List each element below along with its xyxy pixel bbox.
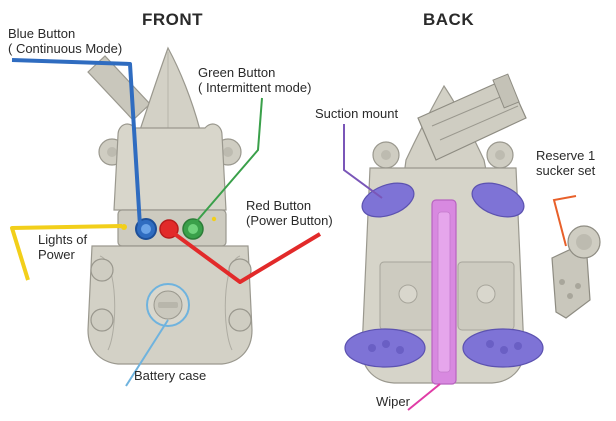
suction-mount-leader <box>343 124 383 199</box>
blue-button-label: Blue Button ( Continuous Mode) <box>8 26 123 56</box>
back-robot <box>344 73 544 385</box>
green-button-label: Green Button ( Intermittent mode) <box>198 65 312 95</box>
front-heading: FRONT <box>142 10 204 29</box>
suction-cup-bottom-left <box>344 328 426 368</box>
power-light <box>121 224 127 230</box>
reserve-sucker-leader <box>552 195 577 247</box>
green-button-leader <box>195 97 263 223</box>
red-button-label: Red Button (Power Button) <box>246 198 333 228</box>
front-upper-body <box>113 123 227 211</box>
wiper-label: Wiper <box>376 394 410 409</box>
lights-label: Lights of Power <box>38 232 88 262</box>
back-heading: BACK <box>423 10 475 29</box>
battery-case-leader <box>125 319 169 387</box>
front-robot <box>87 46 253 365</box>
wiper-leader <box>407 383 441 411</box>
blue-button-leader <box>11 58 142 227</box>
suction-mount-label: Suction mount <box>315 106 399 121</box>
reserve-sucker-set <box>551 225 601 319</box>
battery-case-label: Battery case <box>134 368 207 383</box>
red-button-leader <box>170 230 322 284</box>
suction-cup-top-right <box>471 182 525 218</box>
lights-leader <box>10 224 123 281</box>
back-bracket <box>417 77 527 161</box>
suction-cup-top-left <box>361 182 415 218</box>
reserve-sucker-label: Reserve 1 sucker set <box>536 148 596 178</box>
